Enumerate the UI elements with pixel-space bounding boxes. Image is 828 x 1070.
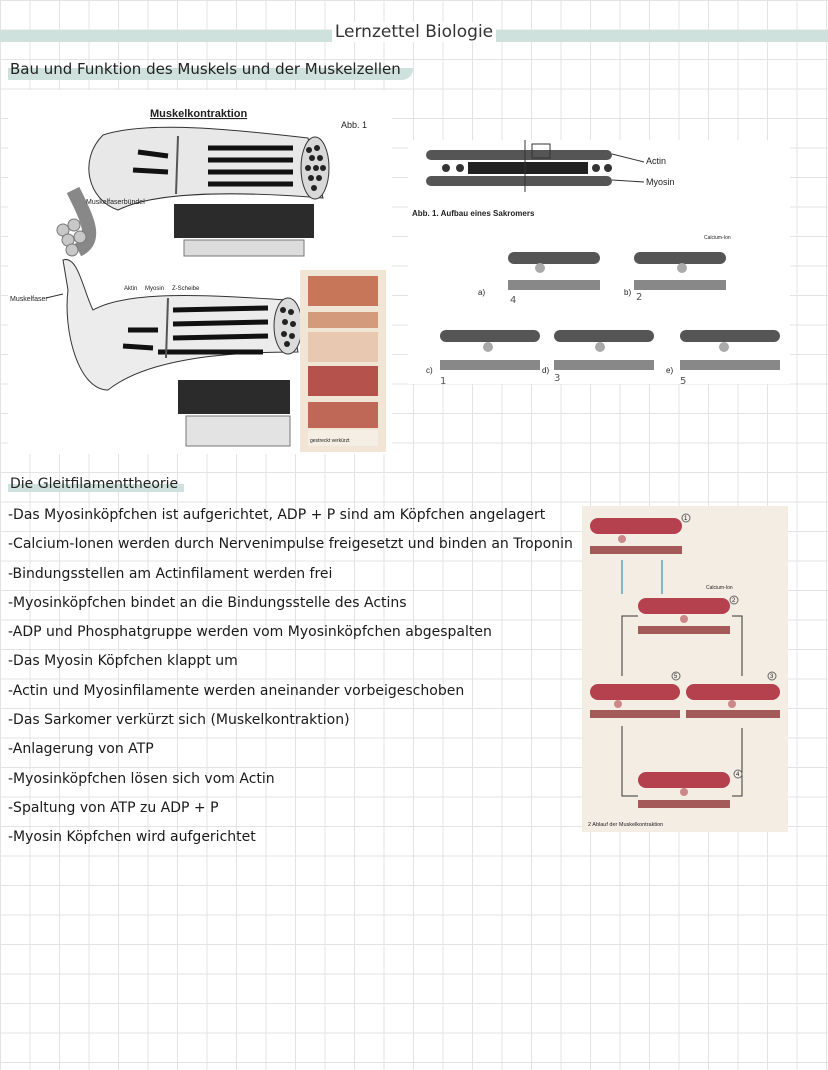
filament-strip-bottom <box>185 415 291 447</box>
filament-strip-top <box>183 239 305 257</box>
microscope-band-bottom <box>178 380 290 414</box>
panel-d <box>554 330 654 370</box>
cycle-step-number: 4 <box>736 772 740 778</box>
actin-label: Aktin <box>124 286 137 292</box>
muscle-photo-inset <box>300 270 386 452</box>
panel-d-order: 3 <box>554 373 560 384</box>
cycle-calcium-label: Calcium-Ion <box>706 585 733 591</box>
muscle-figure-abb: Abb. 1 <box>341 120 367 130</box>
muscle-figure: Muskelkontraktion Abb. 1 Muskelfas <box>8 90 392 454</box>
theory-step: -Spaltung von ATP zu ADP + P <box>8 799 219 816</box>
zdisc-label: Z-Scheibe <box>172 286 200 292</box>
cycle-stage-4 <box>638 772 730 808</box>
cycle-stage-1 <box>590 518 682 554</box>
cycle-step-number: 3 <box>770 674 774 680</box>
calcium-label: Calcium-Ion <box>704 235 731 241</box>
legend-myosin: Myosin <box>646 177 675 187</box>
step-badge <box>767 671 777 681</box>
panel-e-letter: e) <box>666 366 673 375</box>
muscle-fiber-illustration <box>62 259 303 391</box>
theory-step: -Das Myosin Köpfchen klappt um <box>8 653 238 670</box>
sarcomere-diagram <box>426 140 612 192</box>
theory-step: -Bindungsstellen am Actinfilament werden… <box>8 565 333 582</box>
step-badge <box>681 513 691 523</box>
microscope-band-top <box>174 204 314 238</box>
panel-d-letter: d) <box>542 366 549 375</box>
contraction-cycle-figure: Calcium-Ion 1 2 3 4 5 2 Ablauf der Muske… <box>582 506 788 832</box>
panel-a-letter: a) <box>478 288 485 297</box>
theory-step: -Myosinköpfchen bindet an die Bindungsst… <box>8 594 407 611</box>
panel-c-order: 1 <box>440 376 446 384</box>
panel-a <box>508 252 600 290</box>
step-badge <box>729 595 739 605</box>
muscle-figure-title: Muskelkontraktion <box>150 108 247 120</box>
cycle-step-number: 1 <box>684 516 688 522</box>
cycle-stage-5 <box>590 684 680 718</box>
step-badge <box>733 769 743 779</box>
cycle-stage-3 <box>686 684 780 718</box>
muscle-bundle-illustration <box>56 126 330 257</box>
panel-b <box>634 252 726 290</box>
theory-step: -Calcium-Ionen werden durch Nervenimpuls… <box>8 536 573 553</box>
theory-step: -ADP und Phosphatgruppe werden vom Myosi… <box>8 624 492 641</box>
sarcomere-figure: Actin Myosin Abb. 1. Aufbau eines Sakrom… <box>408 140 790 384</box>
theory-step: -Das Sarkomer verkürzt sich (Muskelkontr… <box>8 712 350 729</box>
theory-step: -Myosin Köpfchen wird aufgerichtet <box>8 829 256 846</box>
cycle-flow-lines <box>621 615 743 797</box>
fiber-label: Muskelfaser <box>10 296 48 303</box>
cycle-arrows <box>621 560 663 594</box>
theory-step: -Myosinköpfchen lösen sich vom Actin <box>8 770 275 787</box>
panel-b-order: 2 <box>636 292 642 303</box>
panel-b-letter: b) <box>624 288 631 297</box>
panel-c-letter: c) <box>426 366 433 375</box>
theory-step: -Anlagerung von ATP <box>8 741 154 758</box>
cycle-step-number: 5 <box>674 674 678 680</box>
panel-e-order: 5 <box>680 376 686 384</box>
section-title: Bau und Funktion des Muskels und der Mus… <box>8 58 413 80</box>
sarcomere-caption: Abb. 1. Aufbau eines Sakromers <box>412 209 535 218</box>
panel-a-order: 4 <box>510 295 516 306</box>
theory-heading: Die Gleitfilamenttheorie <box>8 476 185 492</box>
myosin-label: Myosin <box>145 286 164 292</box>
myosin-pointer <box>611 179 645 183</box>
theory-step: -Das Myosinköpfchen ist aufgerichtet, AD… <box>8 507 546 523</box>
bundle-label: Muskelfaserbündel <box>86 199 145 206</box>
fiber-pointer <box>45 293 64 299</box>
actin-pointer <box>611 153 645 163</box>
panel-c <box>440 330 540 370</box>
cycle-step-number: 2 <box>732 598 736 604</box>
step-badge <box>671 671 681 681</box>
theory-steps: -Das Myosinköpfchen ist aufgerichtet, AD… <box>8 504 573 856</box>
page-title: Lernzettel Biologie <box>0 22 828 42</box>
theory-step: -Actin und Myosinfilamente werden aneina… <box>8 682 465 699</box>
cycle-stage-2 <box>638 598 730 634</box>
cycle-caption: 2 Ablauf der Muskelkontraktion <box>588 822 663 828</box>
panel-e <box>680 330 780 370</box>
photo-caption: gestreckt verkürzt <box>310 438 350 444</box>
legend-actin: Actin <box>646 156 666 166</box>
